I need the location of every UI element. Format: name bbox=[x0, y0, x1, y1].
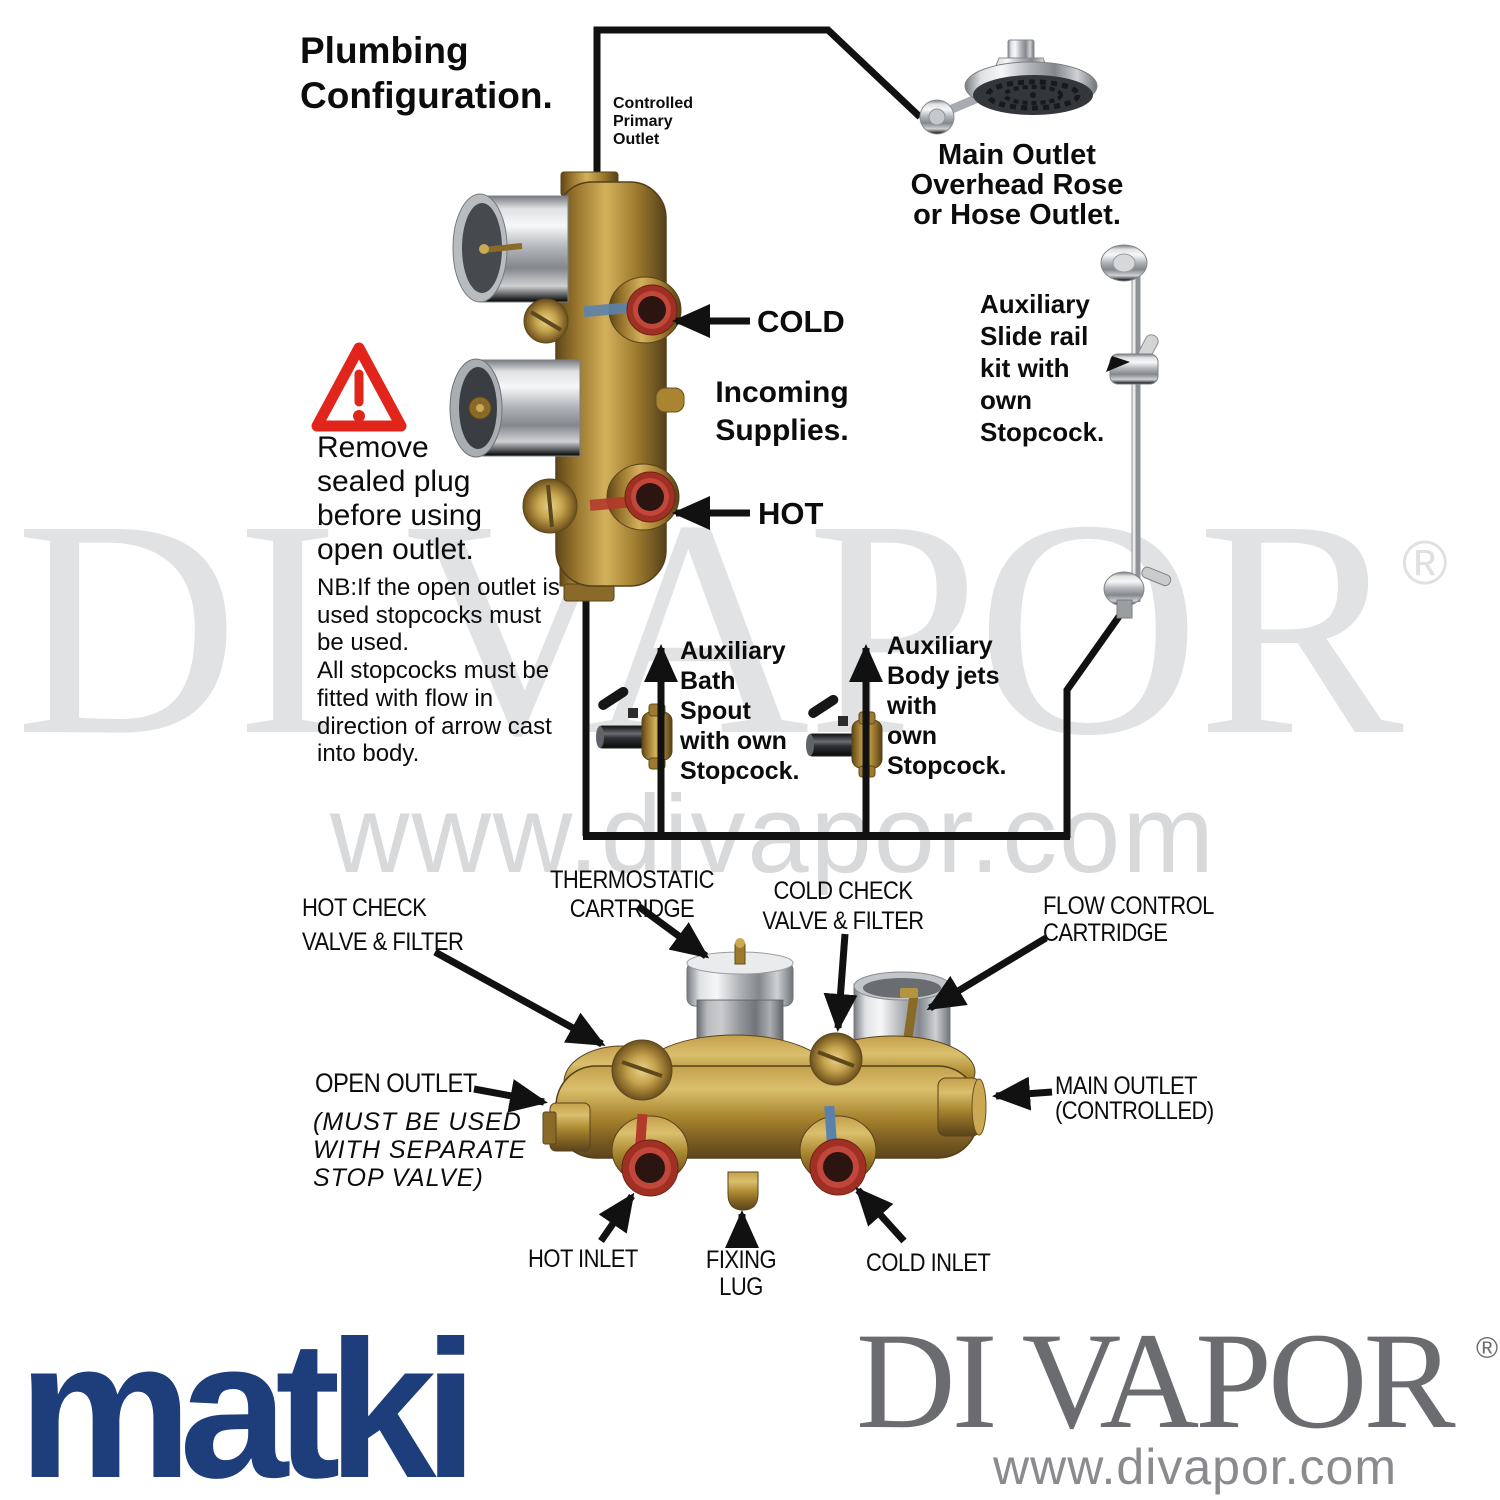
matki-logo: matki bbox=[18, 1300, 478, 1500]
label-incoming-supplies: Incoming Supplies. bbox=[715, 376, 849, 447]
watermark-registered-icon: ® bbox=[1402, 529, 1448, 598]
label-hot-check: HOT CHECK VALVE & FILTER bbox=[302, 894, 464, 956]
warning-icon bbox=[311, 342, 407, 432]
divapor-url: www.divapor.com bbox=[992, 1439, 1398, 1495]
label-hot-inlet: HOT INLET bbox=[528, 1245, 638, 1273]
label-fixing-lug: FIXING LUG bbox=[705, 1246, 777, 1301]
label-hot: HOT bbox=[758, 496, 824, 531]
label-cold-inlet: COLD INLET bbox=[866, 1249, 991, 1277]
label-controlled-primary-outlet: Controlled Primary Outlet bbox=[613, 95, 693, 148]
label-cold: COLD bbox=[757, 304, 845, 339]
label-cold-check: COLD CHECK VALVE & FILTER bbox=[762, 877, 924, 935]
label-open-outlet: OPEN OUTLET bbox=[315, 1068, 477, 1098]
slide-rail-illustration bbox=[1100, 244, 1172, 619]
label-open-outlet-note: (MUST BE USED WITH SEPARATE STOP VALVE) bbox=[313, 1108, 527, 1192]
top-valve-illustration bbox=[449, 171, 685, 602]
label-thermostatic-cartridge: THERMOSTATIC CARTRIDGE bbox=[550, 866, 714, 923]
label-aux-bath-spout: Auxiliary Bath Spout with own Stopcock. bbox=[680, 637, 800, 785]
divapor-logo: DI VAPOR bbox=[856, 1304, 1456, 1457]
shower-head-illustration bbox=[919, 39, 1098, 135]
pointer-arrows bbox=[433, 304, 1053, 1248]
label-main-outlet-controlled: MAIN OUTLET (CONTROLLED) bbox=[1055, 1072, 1214, 1125]
bottom-valve-illustration bbox=[542, 938, 987, 1211]
label-aux-body-jets: Auxiliary Body jets with own Stopcock. bbox=[887, 632, 1007, 780]
label-aux-slide-rail: Auxiliary Slide rail kit with own Stopco… bbox=[980, 289, 1105, 447]
label-main-outlet-overhead: Main Outlet Overhead Rose or Hose Outlet… bbox=[910, 139, 1124, 231]
label-flow-control-cartridge: FLOW CONTROL CARTRIDGE bbox=[1043, 892, 1214, 947]
page-title: Plumbing Configuration. bbox=[300, 30, 553, 116]
warning-note: NB:If the open outlet is used stopcocks … bbox=[317, 574, 560, 768]
warning-text: Remove sealed plug before using open out… bbox=[317, 431, 483, 566]
body-jets-stopcock-illustration bbox=[806, 694, 883, 778]
divapor-registered-icon: ® bbox=[1476, 1332, 1499, 1365]
